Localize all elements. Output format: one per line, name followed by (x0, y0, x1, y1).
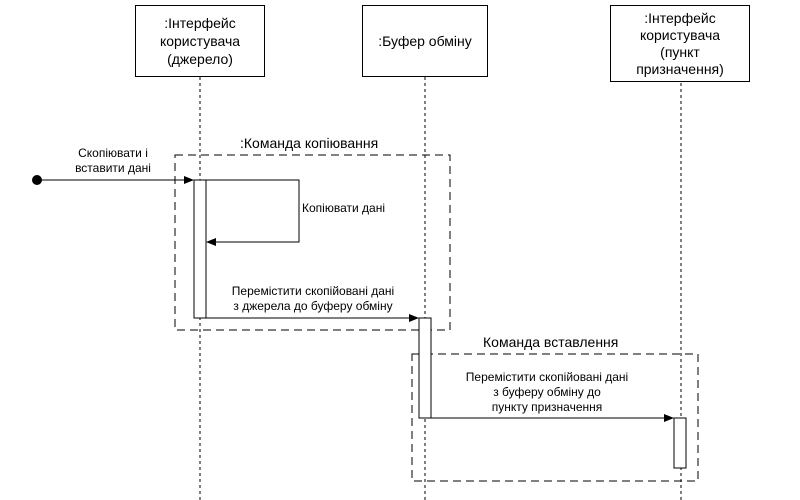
message-label-start: Скопіювати і вставити дані (75, 146, 151, 175)
arrow-self-copy (206, 179, 300, 246)
activation-target (673, 417, 687, 469)
paste-fragment-title: Команда вставлення (483, 334, 619, 350)
lifeline-label-source: :Інтерфейс користувача (джерело) (159, 15, 241, 67)
lifeline-box-buffer: :Буфер обміну (362, 5, 488, 77)
paste-fragment-frame (411, 353, 699, 482)
lifeline-label-target: :Інтерфейс користувача (пункт призначенн… (636, 9, 724, 77)
activation-buffer (418, 317, 432, 419)
message-label-self-copy: Копіювати дані (302, 201, 385, 215)
message-label-move-to-buffer: Перемістити скопійовані дані з джерела д… (231, 284, 395, 313)
lifeline-box-target: :Інтерфейс користувача (пункт призначенн… (610, 5, 750, 82)
lifeline-label-buffer: :Буфер обміну (378, 33, 472, 49)
copy-fragment-frame (174, 154, 451, 331)
message-label-move-to-target: Перемістити скопійовані дані з буферу об… (465, 370, 629, 414)
lifeline-box-source: :Інтерфейс користувача (джерело) (135, 5, 265, 77)
activation-source (193, 179, 207, 319)
copy-fragment-title: :Команда копіювання (240, 135, 379, 151)
